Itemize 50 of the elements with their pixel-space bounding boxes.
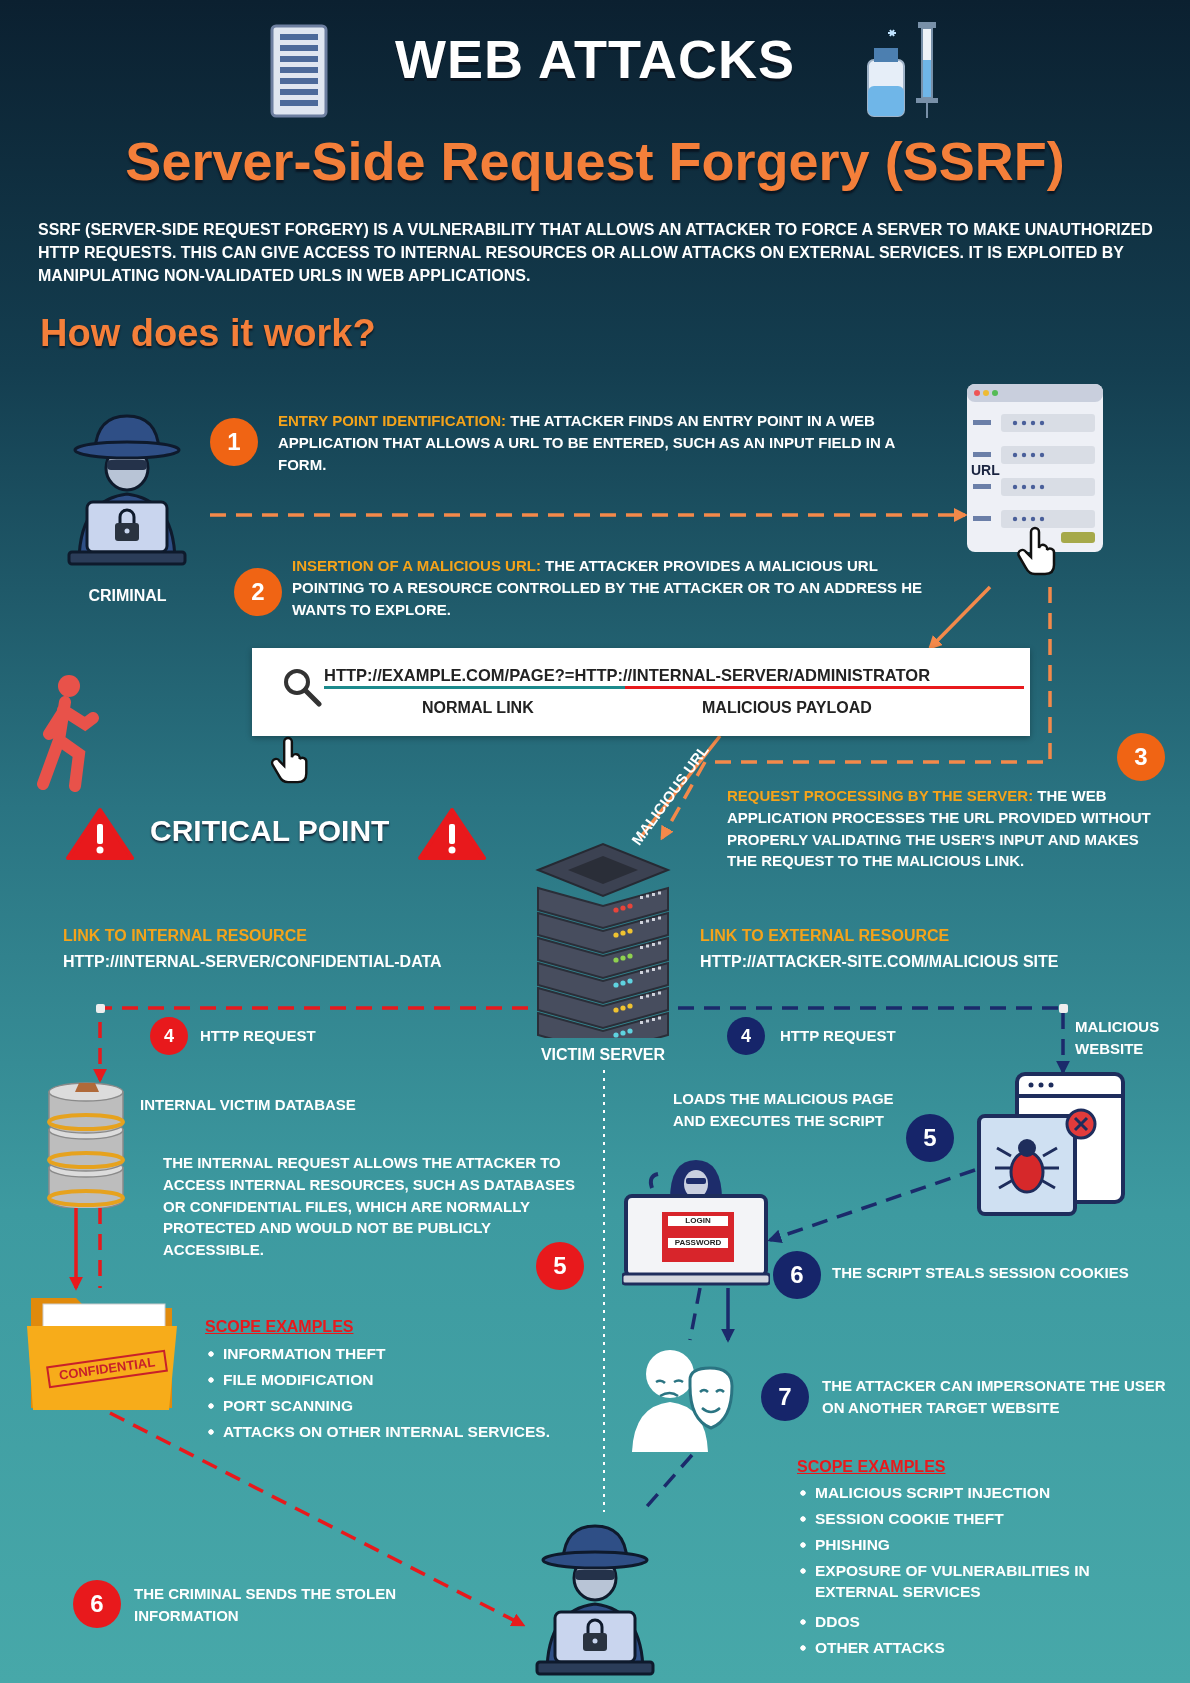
step-number-badge: 6 bbox=[773, 1251, 821, 1299]
step-description: LOADS THE MALICIOUS PAGE AND EXECUTES THE SCRIPT bbox=[673, 1089, 895, 1131]
url-text: HTTP://EXAMPLE.COM/PAGE?=HTTP://INTERNAL-SERVER/ADMINISTRATOR bbox=[324, 666, 1024, 689]
node-caption: VICTIM SERVER bbox=[539, 1045, 667, 1065]
link-heading: LINK TO EXTERNAL RESOURCE bbox=[700, 926, 950, 946]
list-heading: SCOPE EXAMPLES bbox=[205, 1317, 354, 1337]
step-number-badge: 7 bbox=[761, 1373, 809, 1421]
password-field: PASSWORD bbox=[668, 1238, 728, 1249]
subtitle: Server-Side Request Forgery (SSRF) bbox=[124, 132, 1066, 192]
field-label: URL bbox=[971, 462, 1001, 479]
link-heading: LINK TO INTERNAL RESOURCE bbox=[63, 926, 307, 946]
warning-heading: CRITICAL POINT bbox=[150, 813, 390, 849]
step-description: HTTP REQUEST bbox=[200, 1026, 317, 1046]
step-description: HTTP REQUEST bbox=[780, 1026, 897, 1046]
url-text: HTTP://ATTACKER-SITE.COM/MALICIOUS SITE bbox=[700, 952, 1059, 972]
url-part-label: NORMAL LINK bbox=[422, 698, 535, 718]
dashed-arrow bbox=[678, 1006, 1070, 1075]
step-number-badge: 1 bbox=[210, 418, 258, 466]
step-description: REQUEST PROCESSING BY THE SERVER: THE WEB APPLICATION PROCESSES THE URL PROVIDED WITHOUT PROPERLY VALIDATING THE USER'S INPUT AND MAKES THE REQUEST TO THE MALICIOUS LINK. bbox=[727, 786, 1152, 872]
dashed-arrow bbox=[109, 1411, 526, 1627]
section-heading: How does it work? bbox=[40, 311, 376, 356]
dashed-arrow bbox=[93, 1006, 528, 1083]
step-number-badge: 6 bbox=[73, 1580, 121, 1628]
step-description: THE ATTACKER CAN IMPERSONATE THE USER ON ANOTHER TARGET WEBSITE bbox=[822, 1376, 1167, 1418]
step-description: MALICIOUS WEBSITE bbox=[1075, 1017, 1161, 1059]
step-description: ENTRY POINT IDENTIFICATION: THE ATTACKER FINDS AN ENTRY POINT IN A WEB APPLICATION THAT ALLOWS A URL TO BE ENTERED, SUCH AS AN INPUT FIELD IN A FORM. bbox=[278, 411, 896, 475]
url-text: HTTP://INTERNAL-SERVER/CONFIDENTIAL-DATA bbox=[63, 952, 442, 972]
step-number-badge: 3 bbox=[1117, 733, 1165, 781]
dashed-arrow bbox=[767, 1168, 976, 1243]
step-description: INTERNAL VICTIM DATABASE bbox=[140, 1095, 357, 1115]
login-field: LOGIN bbox=[668, 1216, 728, 1227]
list-heading: SCOPE EXAMPLES bbox=[797, 1457, 946, 1477]
step-number-badge: 5 bbox=[906, 1114, 954, 1162]
step-description: THE SCRIPT STEALS SESSION COOKIES bbox=[832, 1263, 1130, 1283]
dashed-arrow bbox=[210, 508, 968, 522]
step-number-badge: 4 bbox=[150, 1017, 188, 1055]
url-part-label: MALICIOUS PAYLOAD bbox=[702, 698, 873, 718]
title: WEB ATTACKS bbox=[394, 28, 796, 90]
dashed-arrow bbox=[660, 587, 1052, 841]
intro-paragraph: SSRF (SERVER-SIDE REQUEST FORGERY) IS A VULNERABILITY THAT ALLOWS AN ATTACKER TO FORCE A SERVER TO MAKE UNAUTHORIZED HTTP REQUESTS. THIS CAN GIVE ACCESS TO INTERNAL RESOURCES OR ALLOW ATTACKS ON EXTERNAL SERVICES. IT IS EXPLOITED BY MANIPULATING NON-VALIDATED URLS IN WEB APPLICATIONS. bbox=[38, 220, 1154, 287]
arrow bbox=[928, 585, 992, 650]
step-description: THE CRIMINAL SENDS THE STOLEN INFORMATION bbox=[134, 1584, 397, 1626]
arrow bbox=[721, 1288, 735, 1343]
step-description: INSERTION OF A MALICIOUS URL: THE ATTACKER PROVIDES A MALICIOUS URL POINTING TO A RESOURCE CONTROLLED BY THE ATTACKER OR TO AN ADDRESS HE WANTS TO EXPLORE. bbox=[292, 556, 924, 620]
step-number-badge: 4 bbox=[727, 1017, 765, 1055]
step-number-badge: 2 bbox=[234, 568, 282, 616]
step-number-badge: 5 bbox=[536, 1242, 584, 1290]
arrow bbox=[69, 1208, 83, 1291]
node-caption: CRIMINAL bbox=[87, 586, 168, 606]
url-bar bbox=[252, 648, 1030, 736]
